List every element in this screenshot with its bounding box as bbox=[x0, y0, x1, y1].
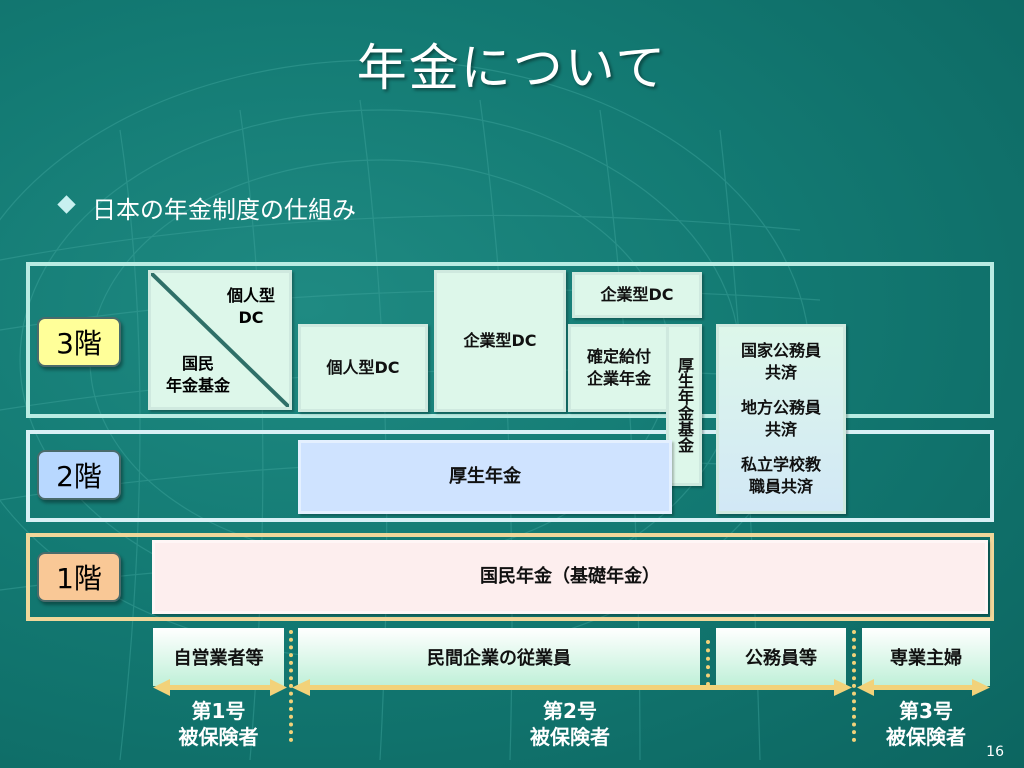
kigyo-dc-top-box: 企業型DC bbox=[572, 272, 702, 318]
group-jieigyo: 自営業者等 bbox=[153, 628, 284, 686]
shiritsu-gakko-kyosai-label: 私立学校教 職員共済 bbox=[740, 455, 821, 497]
kokka-komuin-kyosai-label: 国家公務員 共済 bbox=[740, 340, 821, 382]
separator-2 bbox=[706, 640, 710, 686]
tier-1-frame bbox=[26, 533, 994, 621]
floor-1-badge: 1階 bbox=[37, 552, 121, 602]
kokumin-nenkin-box: 国民年金（基礎年金） bbox=[152, 540, 988, 614]
kojin-kokumin-split-box: 個人型 DC 国民 年金基金 bbox=[148, 270, 292, 410]
insured-dai1: 第1号 被保険者 bbox=[178, 699, 259, 749]
kosei-nenkin-kikin-label: 厚生年金基金 bbox=[675, 357, 694, 453]
kosei-nenkin-kikin-box: 厚生年金基金 bbox=[666, 324, 702, 486]
bullet-line: 日本の年金制度の仕組み bbox=[60, 190, 356, 225]
separator-1 bbox=[289, 630, 293, 742]
page-title: 年金について bbox=[356, 39, 668, 97]
separator-3 bbox=[852, 630, 856, 742]
kakutei-kyufu-box: 確定給付 企業年金 bbox=[568, 324, 670, 412]
tier-2-frame bbox=[26, 430, 994, 522]
kyosai-box: 国家公務員 共済 地方公務員 共済 私立学校教 職員共済 bbox=[716, 324, 846, 514]
bullet-text: 日本の年金制度の仕組み bbox=[92, 196, 356, 224]
kojin-dc-box: 個人型DC bbox=[298, 324, 428, 412]
insured-dai2: 第2号 被保険者 bbox=[530, 699, 610, 749]
tier-3-frame bbox=[26, 262, 994, 418]
chiho-komuin-kyosai-label: 地方公務員 共済 bbox=[740, 397, 821, 439]
page-number: 16 bbox=[986, 744, 1004, 760]
floor-3-badge: 3階 bbox=[37, 317, 121, 367]
kojin-dc-top-label: 個人型 DC bbox=[226, 286, 275, 327]
kosei-nenkin-box: 厚生年金 bbox=[298, 440, 672, 514]
group-minkan-jugyoin: 民間企業の従業員 bbox=[298, 628, 700, 686]
kokumin-kikin-label: 国民 年金基金 bbox=[165, 354, 230, 395]
group-sengyo-shufu: 専業主婦 bbox=[862, 628, 990, 686]
floor-2-badge: 2階 bbox=[37, 450, 121, 500]
insured-arrows bbox=[153, 679, 990, 696]
group-komuin: 公務員等 bbox=[716, 628, 846, 686]
diagonal-divider bbox=[151, 273, 289, 407]
insured-dai3: 第3号 被保険者 bbox=[886, 699, 966, 749]
kigyo-dc-box: 企業型DC bbox=[434, 270, 566, 412]
